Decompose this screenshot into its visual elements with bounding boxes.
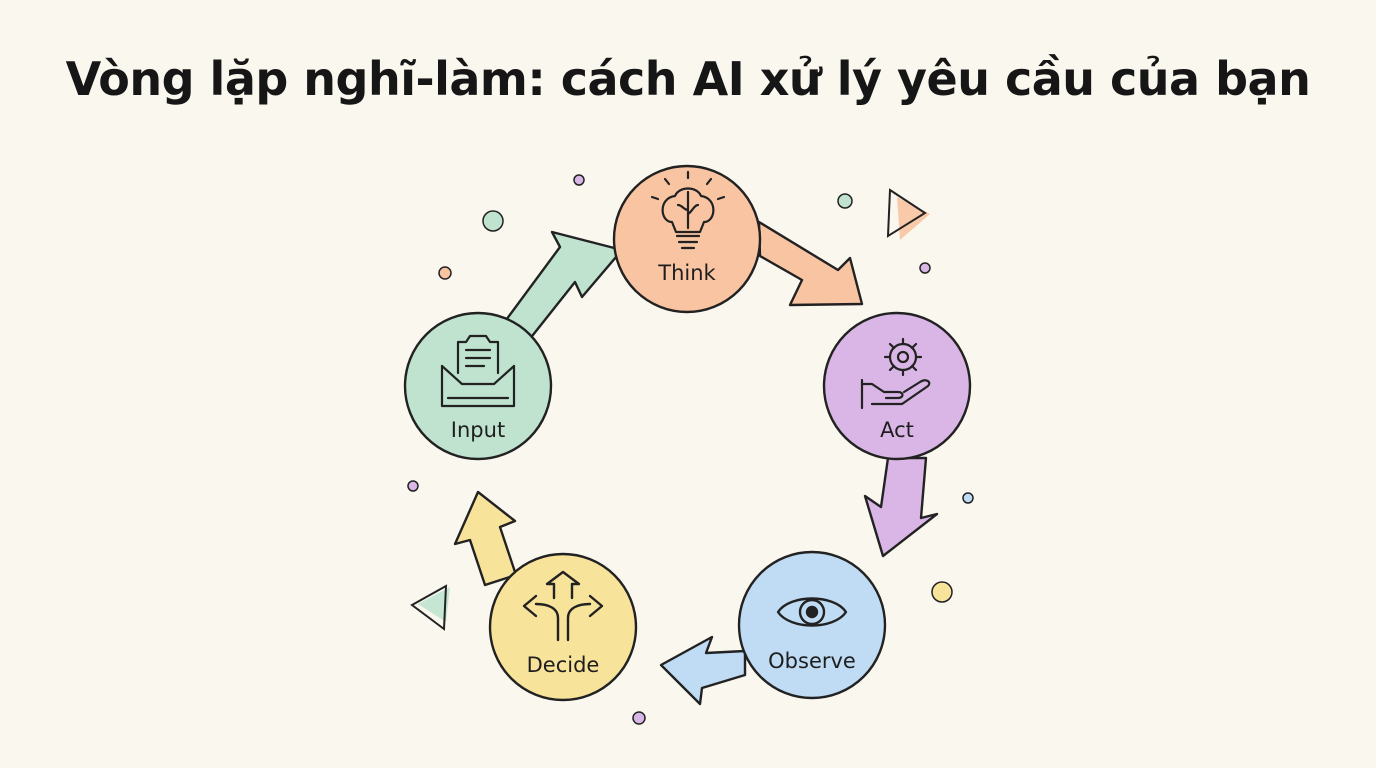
confetti-dot [632, 711, 646, 725]
arrow-think-to-act [757, 220, 864, 307]
confetti-dot [482, 210, 504, 232]
node-label-think: Think [657, 261, 716, 285]
arrow-act-to-observe [863, 456, 939, 558]
confetti-dot [573, 174, 585, 186]
confetti-dot [931, 581, 953, 603]
node-observe: Observe [737, 550, 887, 700]
node-label-act: Act [880, 418, 914, 442]
branching-arrows-icon [522, 570, 604, 642]
node-label-decide: Decide [527, 653, 600, 677]
node-label-input: Input [451, 418, 505, 442]
decorative-confetti [407, 174, 974, 725]
confetti-triangle [418, 587, 450, 622]
node-input: Input [403, 311, 553, 461]
node-act-circle [822, 311, 972, 461]
arrow-observe-to-decide [659, 635, 747, 706]
confetti-triangle [897, 197, 930, 240]
confetti-dot [919, 262, 931, 274]
confetti-dot [407, 480, 419, 492]
confetti-triangle [410, 584, 448, 631]
confetti-dot [438, 266, 452, 280]
connector-arrows [453, 220, 939, 706]
node-decide: Decide [488, 552, 638, 702]
node-think-circle [612, 164, 762, 314]
confetti-dot [837, 193, 853, 209]
gear-hand-icon [860, 337, 931, 410]
inbox-document-icon [440, 334, 516, 408]
node-decide-circle [488, 552, 638, 702]
node-input-circle [403, 311, 553, 461]
arrow-input-to-think [493, 230, 624, 347]
brain-lightbulb-icon [650, 170, 726, 250]
arrow-decide-to-input [453, 490, 518, 587]
node-act: Act [822, 311, 972, 461]
eye-icon [776, 597, 848, 627]
confetti-dot [962, 492, 974, 504]
node-label-observe: Observe [768, 649, 856, 673]
confetti-triangle [886, 188, 927, 238]
page-title: Vòng lặp nghĩ-làm: cách AI xử lý yêu cầu… [65, 52, 1311, 106]
node-think: Think [612, 164, 762, 314]
